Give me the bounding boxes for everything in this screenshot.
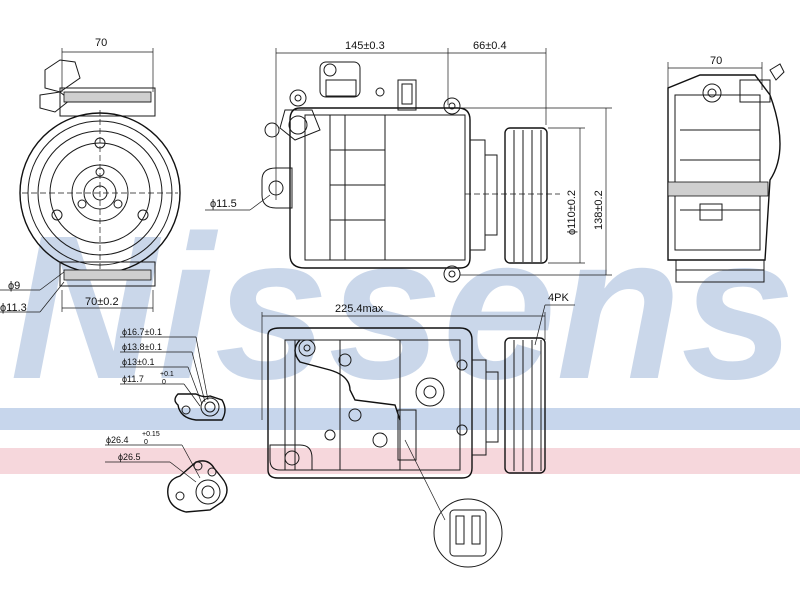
suction-d1-dim: ϕ16.7±0.1 <box>122 327 162 337</box>
rear-view <box>667 62 785 283</box>
discharge-d1-tol-upper: +0.15 <box>142 431 160 438</box>
rear-top-width-dim: 70 <box>710 55 722 67</box>
front-bottom-width-dim: 70±0.2 <box>85 296 119 308</box>
discharge-d1-dim: ϕ26.4 <box>106 435 129 445</box>
suction-d4-dim: ϕ11.7 <box>122 374 144 384</box>
side-mount-hole-dim: ϕ11.5 <box>210 198 237 210</box>
front-top-width-dim: 70 <box>95 37 107 49</box>
suction-d4-tol-upper: +0.1 <box>160 371 174 378</box>
suction-d2-dim: ϕ13.8±0.1 <box>122 342 162 352</box>
front-hole-large-dim: ϕ11.3 <box>0 302 27 314</box>
suction-port-detail <box>120 336 226 421</box>
front-view <box>0 48 181 313</box>
pulley-diameter-dim: ϕ110±0.2 <box>566 190 578 235</box>
discharge-port-detail <box>105 444 228 513</box>
side-view <box>205 48 612 283</box>
watermark-text: Nissens <box>10 193 795 422</box>
suction-d4-tol-lower: 0 <box>162 379 166 386</box>
discharge-d1-tol-lower: 0 <box>144 439 148 446</box>
front-hole-small-dim: ϕ9 <box>8 280 20 292</box>
discharge-d2-dim: ϕ26.5 <box>118 452 141 462</box>
side-clutch-length-dim: 66±0.4 <box>473 40 507 52</box>
suction-d3-dim: ϕ13±0.1 <box>122 357 155 367</box>
side-body-length-dim: 145±0.3 <box>345 40 385 52</box>
overall-length-dim: 225.4max <box>335 303 384 315</box>
top-view <box>261 304 575 568</box>
belt-type-label: 4PK <box>548 292 569 304</box>
overall-height-dim: 138±0.2 <box>593 190 605 230</box>
